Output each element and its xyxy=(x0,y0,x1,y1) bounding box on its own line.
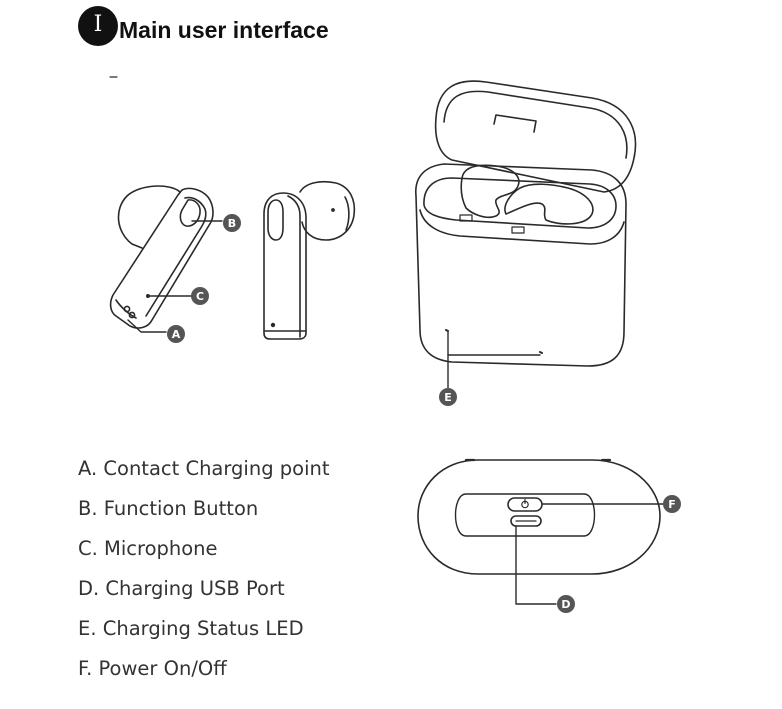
section-title: Main user interface xyxy=(119,17,329,43)
charging-case-illustration xyxy=(415,80,637,367)
usb-port xyxy=(510,515,542,527)
legend-item-d: D. Charging USB Port xyxy=(78,577,285,600)
left-earbud-illustration xyxy=(109,185,214,329)
legend-item-e: E. Charging Status LED xyxy=(78,617,304,640)
badge-a-text: A xyxy=(172,328,181,341)
callout-badge-c: C xyxy=(191,287,209,305)
callout-badge-f: F xyxy=(663,495,681,513)
badge-b-text: B xyxy=(228,217,236,230)
legend-item-a: A. Contact Charging point xyxy=(78,457,330,480)
legend-item-c: C. Microphone xyxy=(78,537,218,560)
badge-f-text: F xyxy=(668,498,676,511)
callout-badge-b: B xyxy=(223,214,241,232)
callout-badge-d: D xyxy=(557,595,575,613)
badge-e-text: E xyxy=(444,391,452,404)
section-number-badge: I xyxy=(78,6,118,46)
badge-d-text: D xyxy=(561,598,570,611)
right-earbud-illustration xyxy=(263,180,356,340)
callout-lines xyxy=(127,220,665,605)
parts-legend: A. Contact Charging point B. Function Bu… xyxy=(78,452,330,692)
callout-badge-a: A xyxy=(167,325,185,343)
legend-item-b: B. Function Button xyxy=(78,497,259,520)
callout-badge-e: E xyxy=(439,388,457,406)
badge-c-text: C xyxy=(196,290,204,303)
case-bottom-view-illustration xyxy=(417,458,661,575)
legend-item-f: F. Power On/Off xyxy=(78,657,227,680)
